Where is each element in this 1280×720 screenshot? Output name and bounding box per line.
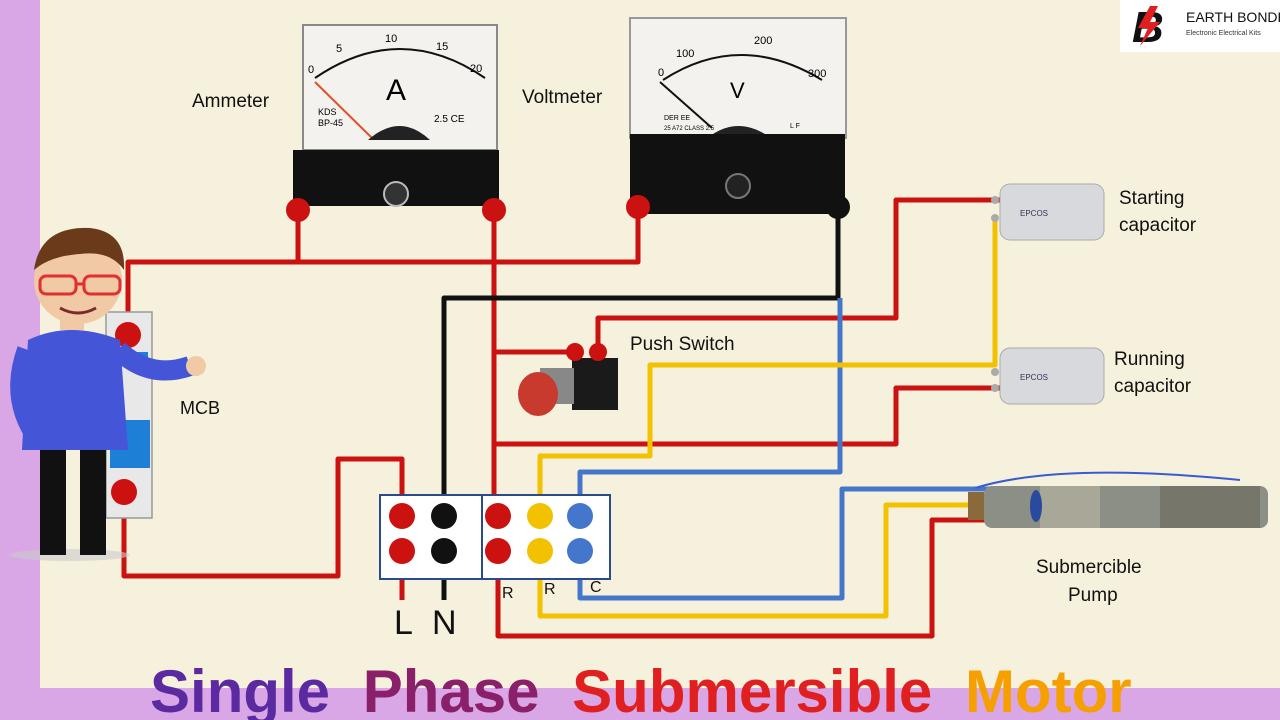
running-capacitor-brand: EPCOS [1020, 373, 1048, 382]
terminal-r2-bottom [527, 538, 553, 564]
terminal-n-bottom [431, 538, 457, 564]
title-word-2: Phase [363, 658, 540, 720]
mcb-terminal-bottom [111, 479, 137, 505]
ammeter-tick-0: 0 [308, 64, 314, 76]
running-capacitor-label-1: Running [1114, 349, 1185, 370]
push-switch-terminal-1 [566, 343, 584, 361]
voltmeter-zero-adjust [725, 173, 751, 199]
voltmeter-pivot [710, 126, 768, 136]
terminal-r1-bottom [485, 538, 511, 564]
voltmeter-label: Voltmeter [522, 87, 603, 108]
brand-logo: B EARTH BONDHON Electronic Electrical Ki… [1120, 0, 1280, 52]
push-switch-body [572, 358, 618, 410]
terminal-label-n: N [432, 604, 457, 642]
wire-terminal-c-to-pump [577, 486, 990, 601]
voltmeter-terminal-neutral [826, 195, 850, 219]
push-switch [518, 343, 618, 416]
terminal-label-r2: R [544, 581, 556, 598]
logo-name: EARTH BONDHON [1186, 9, 1280, 25]
running-capacitor: EPCOS [991, 347, 1105, 405]
voltmeter-needle [659, 81, 713, 129]
ammeter-tick-20: 20 [470, 63, 482, 75]
diagram-title: Single Phase Submersible Motor [150, 658, 1132, 720]
voltmeter-tick-200: 200 [754, 35, 772, 47]
ammeter-model: BP-45 [318, 118, 343, 128]
pump-label-2: Pump [1068, 585, 1118, 606]
wire-to-running-cap [494, 385, 1000, 447]
submersible-pump [968, 471, 1268, 528]
terminal-label-l: L [394, 604, 413, 642]
terminal-l-top [389, 503, 415, 529]
lightning-icon [1138, 6, 1160, 46]
voltmeter-tick-300: 300 [808, 68, 826, 80]
terminal-block-ln [379, 494, 483, 580]
terminal-c-bottom [567, 538, 593, 564]
voltmeter-unit: V [730, 78, 745, 103]
mcb-label: MCB [180, 398, 220, 418]
terminal-l-bottom [389, 538, 415, 564]
title-word-1: Single [150, 658, 330, 720]
voltmeter-brand: DER EE [664, 115, 690, 122]
starting-capacitor-body [999, 183, 1105, 241]
pump-cable [974, 471, 1241, 489]
starting-capacitor-label-2: capacitor [1119, 215, 1197, 236]
pump-label-1: Submercible [1036, 557, 1142, 578]
terminal-c-top [567, 503, 593, 529]
ammeter-brand: KDS [318, 107, 337, 117]
mcb-terminal-top [115, 322, 141, 348]
starting-capacitor: EPCOS [991, 183, 1105, 241]
terminal-block-motor [481, 494, 611, 580]
ammeter-unit: A [386, 74, 406, 107]
title-word-4: Motor [965, 658, 1132, 720]
voltmeter-tick-0: 0 [658, 67, 664, 79]
terminal-n-top [431, 503, 457, 529]
ammeter-tick-15: 15 [436, 41, 448, 53]
running-capacitor-label-2: capacitor [1114, 376, 1192, 397]
ammeter-terminal-in [286, 198, 310, 222]
ammeter-terminal-out [482, 198, 506, 222]
ammeter-tick-5: 5 [336, 43, 342, 55]
push-switch-label: Push Switch [630, 334, 735, 355]
wire-capacitors-to-terminal-r2 [537, 218, 998, 516]
terminal-block-supply [379, 494, 483, 580]
voltmeter-terminal-line [626, 195, 650, 219]
ammeter-label: Ammeter [192, 91, 270, 112]
wire-terminal-r2-to-pump [537, 502, 990, 619]
ammeter-needle [314, 81, 373, 139]
voltmeter: 0 100 200 300 V DER EE 25 A72 CLASS 2.5 … [626, 17, 850, 219]
terminal-r1-top [485, 503, 511, 529]
wire-mcb-to-voltmeter [125, 207, 641, 335]
voltmeter-tick-100: 100 [676, 48, 694, 60]
wire-mcb-to-terminal-l [121, 456, 405, 579]
running-capacitor-body [999, 347, 1105, 405]
wire-voltmeter-to-neutral [441, 207, 841, 516]
wire-push-switch-to-starting-cap [595, 197, 1000, 352]
voltmeter-mark: L F [790, 123, 800, 130]
ammeter-scale-arc [314, 48, 486, 79]
terminal-label-r1: R [502, 585, 514, 602]
ammeter-zero-adjust [383, 181, 409, 207]
pump-cable-gland [968, 492, 984, 520]
push-switch-button [518, 372, 558, 416]
logo-tagline: Electronic Electrical Kits [1186, 30, 1261, 37]
push-switch-terminal-2 [589, 343, 607, 361]
ammeter-pivot [368, 126, 430, 140]
wire-terminal-r-to-pump [495, 517, 990, 639]
terminal-r2-top [527, 503, 553, 529]
terminal-label-c: C [590, 579, 602, 596]
pump-blue-ring [1030, 490, 1042, 522]
starting-capacitor-label-1: Starting [1119, 188, 1184, 209]
ammeter-class: 2.5 CE [434, 114, 465, 125]
voltmeter-class: 25 A72 CLASS 2.5 [664, 126, 715, 132]
ammeter-tick-10: 10 [385, 33, 397, 45]
title-word-3: Submersible [572, 658, 932, 720]
presenter-illustration [10, 227, 206, 561]
ammeter: 0 5 10 15 20 A KDS BP-45 2.5 CE [286, 24, 506, 222]
voltmeter-scale-arc [662, 54, 823, 81]
starting-capacitor-brand: EPCOS [1020, 209, 1048, 218]
